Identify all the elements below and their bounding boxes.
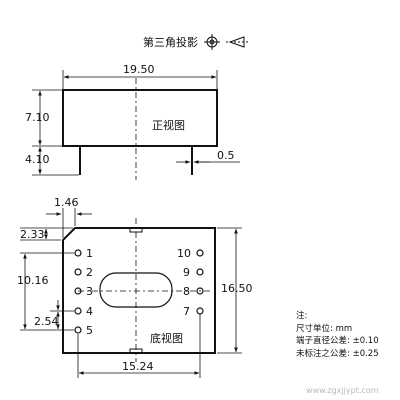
pin-label: 10 [177,247,191,260]
pin-label: 2 [86,266,93,279]
front-pin-length-dim: 4.10 [25,153,50,166]
bottom-pin-span-dim: 10.16 [17,274,49,287]
notes-unit: 尺寸单位: mm [296,323,353,334]
pin-label: 3 [86,285,93,298]
pin-label: 9 [183,266,190,279]
third-angle-projection-icon [204,34,248,50]
pin-hole [196,307,204,315]
bottom-view-label: 底视图 [150,331,183,345]
bottom-view-body [62,227,216,354]
notes-general-tolerance: 未标注之公差: ±0.25 [296,348,379,359]
pins-left [74,249,82,334]
pin-hole [196,249,204,257]
pin-label: 8 [183,285,190,298]
pin-label: 7 [183,305,190,318]
bottom-width-dim: 15.24 [122,360,154,373]
front-view-body [62,89,218,147]
pin-hole [196,287,204,295]
projection-label: 第三角投影 [143,35,198,49]
notes-pin-tolerance: 端子直径公差: ±0.10 [296,336,379,346]
pin-label: 1 [86,247,93,260]
notes-title: 注: [296,311,308,321]
pin-hole [74,307,82,315]
pin-hole [74,287,82,295]
bottom-top-offset-dim: 1.46 [54,196,79,209]
pin-hole [74,249,82,257]
bottom-left-offset-dim: 2.33 [20,228,45,241]
pin-label: 5 [86,324,93,337]
bottom-height-dim: 16.50 [221,282,253,295]
front-view-label: 正视图 [152,118,185,132]
pins-right [196,249,204,315]
front-view: 正视图 [62,78,218,180]
pin-hole [196,268,204,276]
bottom-pitch-dim: 2.54 [34,315,59,328]
bottom-view: 底视图 [62,218,216,362]
pin-hole [74,268,82,276]
watermark: www.zgxjjypt.com [306,386,379,395]
front-pin-width-dim: 0.5 [217,149,235,162]
front-width-dim: 19.50 [123,63,155,76]
pin-label: 4 [86,305,93,318]
front-height-dim: 7.10 [25,111,50,124]
pin-hole [74,326,82,334]
notes-block: 注: 尺寸单位: mm 端子直径公差: ±0.10 未标注之公差: ±0.25 [296,310,379,360]
